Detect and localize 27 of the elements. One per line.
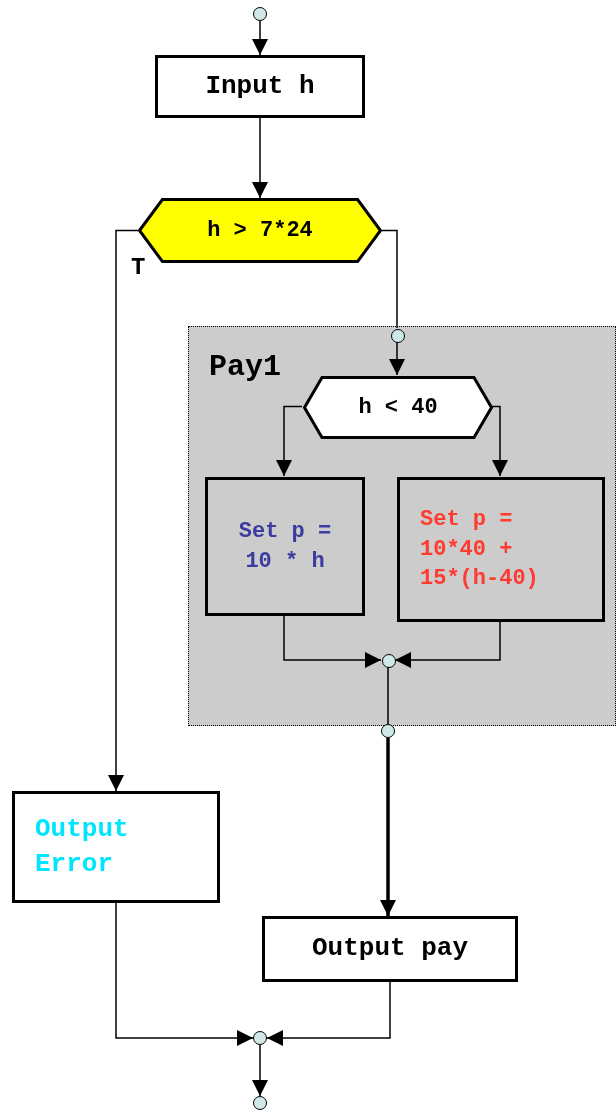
process-box xyxy=(12,791,220,903)
arrow xyxy=(276,405,303,477)
node-text: Output Error xyxy=(35,812,130,881)
process-box xyxy=(397,477,605,622)
arrow xyxy=(394,620,501,668)
node-text: Output pay xyxy=(312,932,468,966)
node-text: h < 40 xyxy=(358,393,438,422)
group-panel xyxy=(188,326,616,726)
node-text: Input h xyxy=(205,69,315,103)
arrow xyxy=(491,405,508,477)
group-title: Pay1 xyxy=(209,349,281,386)
node-text: h > 7*24 xyxy=(207,216,313,245)
process-box xyxy=(205,477,365,616)
arrow xyxy=(389,341,405,376)
arrow xyxy=(252,1044,268,1097)
node-text: Set p = 10*40 + 15*(h-40) xyxy=(420,505,540,594)
process-box xyxy=(155,55,365,118)
process-box xyxy=(262,916,518,982)
arrow xyxy=(380,738,396,916)
arrow xyxy=(115,902,254,1046)
arrow xyxy=(108,229,139,792)
node-text: Set p = 10 * h xyxy=(237,517,333,576)
arrow xyxy=(266,981,391,1046)
decision-hexagon xyxy=(303,376,493,439)
arrow xyxy=(252,117,268,199)
arrow xyxy=(283,614,382,668)
arrow xyxy=(252,20,268,56)
